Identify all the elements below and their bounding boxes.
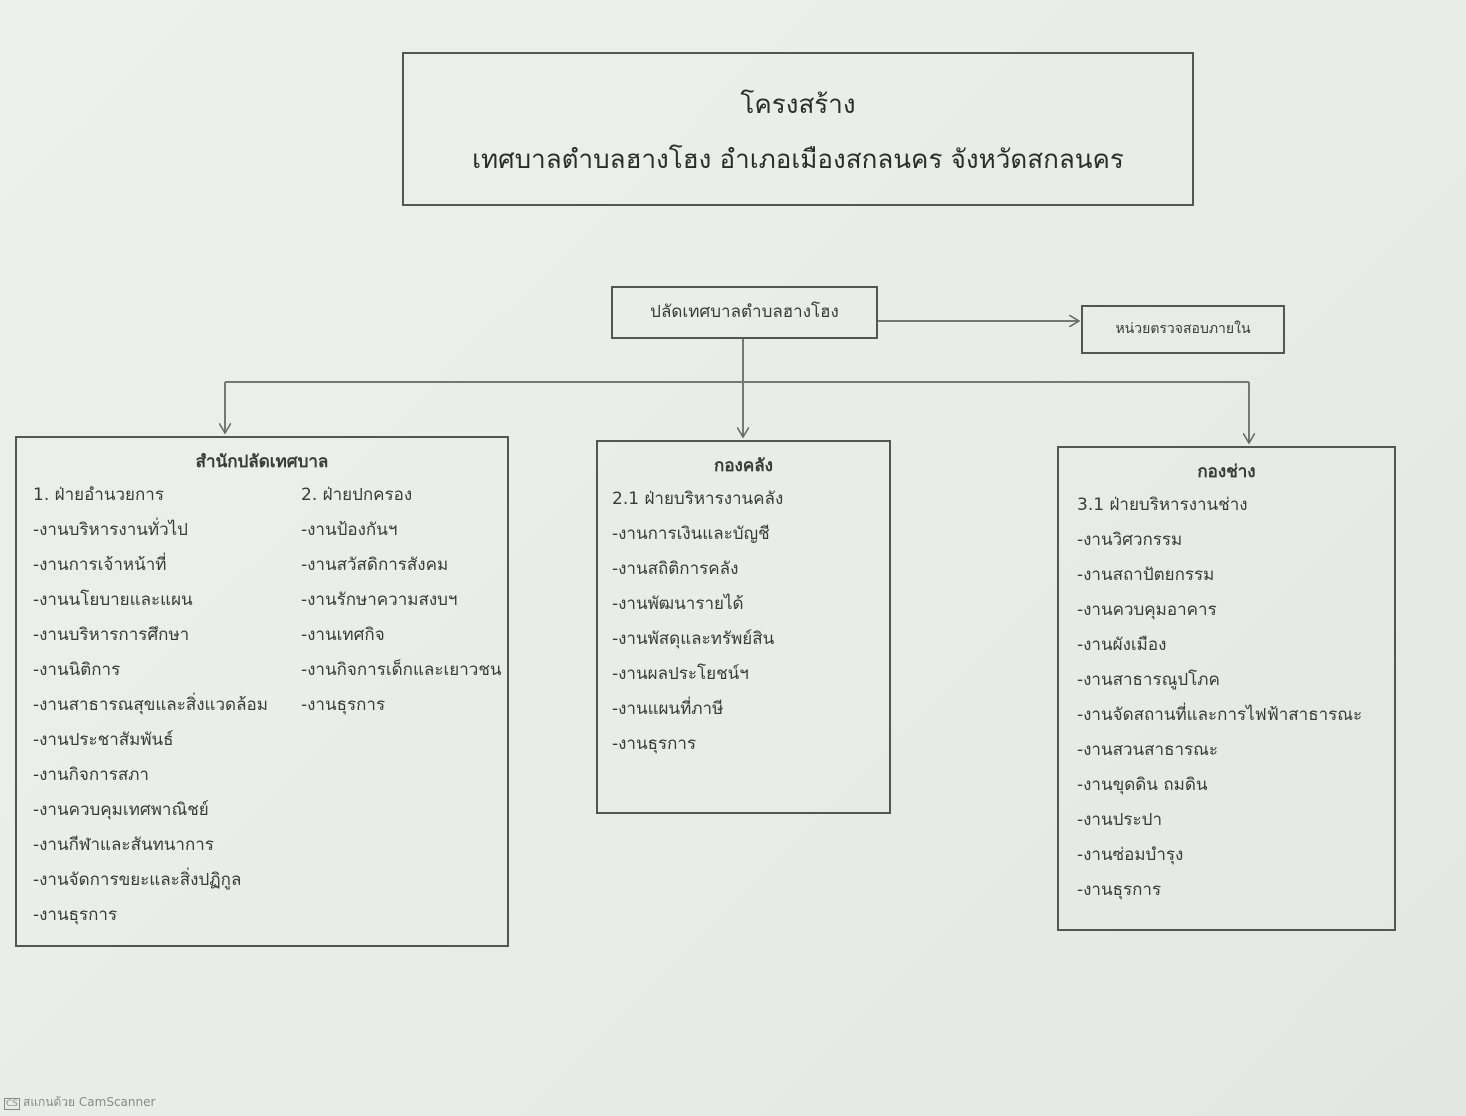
list-item: -งานจัดสถานที่และการไฟฟ้าสาธารณะ <box>1077 705 1363 725</box>
list-item: -งานสถิติการคลัง <box>612 559 739 579</box>
list-item: -งานสวัสดิการสังคม <box>301 555 449 575</box>
list-item: -งานนิติการ <box>33 660 121 680</box>
engineering-title: กองช่าง <box>1197 462 1256 482</box>
list-item: -งานสาธารณูปโภค <box>1077 670 1220 690</box>
list-item: -งานธุรการ <box>33 905 118 925</box>
finance-box: กองคลัง 2.1 ฝ่ายบริหารงานคลัง -งานการเงิน… <box>596 440 891 814</box>
list-item: -งานควบคุมอาคาร <box>1077 600 1217 620</box>
list-item: -งานธุรการ <box>301 695 386 715</box>
list-item: -งานสถาปัตยกรรม <box>1077 565 1215 585</box>
deputy-box: ปลัดเทศบาลตำบลฮางโฮง <box>611 286 878 339</box>
list-item: -งานประชาสัมพันธ์ <box>33 730 174 750</box>
list-item: -งานสวนสาธารณะ <box>1077 740 1219 760</box>
office-col1-list: 1. ฝ่ายอำนวยการ -งานบริหารงานทั่วไป -งานกา… <box>33 478 268 933</box>
list-item: -งานนโยบายและแผน <box>33 590 193 610</box>
list-item: -งานซ่อมบำรุง <box>1077 845 1184 865</box>
list-item: -งานพัฒนารายได้ <box>612 594 744 614</box>
list-item: -งานการเงินและบัญชี <box>612 524 770 544</box>
title-box: โครงสร้าง เทศบาลตำบลฮางโฮง อำเภอเมืองสกล… <box>402 52 1194 206</box>
finance-list: 2.1 ฝ่ายบริหารงานคลัง -งานการเงินและบัญชี… <box>612 482 783 762</box>
list-item: -งานขุดดิน ถมดิน <box>1077 775 1208 795</box>
list-item: -งานธุรการ <box>1077 880 1162 900</box>
title-line1: โครงสร้าง <box>740 90 856 120</box>
list-item: -งานผลประโยชน์ฯ <box>612 664 749 684</box>
list-item: -งานควบคุมเทศพาณิชย์ <box>33 800 209 820</box>
finance-title: กองคลัง <box>714 456 773 476</box>
list-item: -งานประปา <box>1077 810 1162 830</box>
list-item: -งานแผนที่ภาษี <box>612 699 724 719</box>
list-item: -งานการเจ้าหน้าที่ <box>33 555 167 575</box>
list-item: -งานกีฬาและสันทนาการ <box>33 835 214 855</box>
list-item: -งานจัดการขยะและสิ่งปฏิกูล <box>33 870 242 890</box>
list-item: -งานวิศวกรรม <box>1077 530 1183 550</box>
watermark-text: สแกนด้วย CamScanner <box>23 1095 156 1109</box>
list-item: -งานบริหารการศึกษา <box>33 625 190 645</box>
office-box: สำนักปลัดเทศบาล 1. ฝ่ายอำนวยการ -งานบริหา… <box>15 436 509 947</box>
office-col2-list: 2. ฝ่ายปกครอง -งานป้องกันฯ -งานสวัสดิการสั… <box>301 478 502 723</box>
list-item: -งานป้องกันฯ <box>301 520 398 540</box>
audit-box: หน่วยตรวจสอบภายใน <box>1081 305 1285 354</box>
section-heading: 1. ฝ่ายอำนวยการ <box>33 485 164 505</box>
list-item: -งานบริหารงานทั่วไป <box>33 520 188 540</box>
list-item: -งานสาธารณสุขและสิ่งแวดล้อม <box>33 695 268 715</box>
list-item: -งานธุรการ <box>612 734 697 754</box>
list-item: -งานกิจการสภา <box>33 765 149 785</box>
title-line2: เทศบาลตำบลฮางโฮง อำเภอเมืองสกลนคร จังหวั… <box>472 145 1124 175</box>
camscanner-logo: CS <box>4 1098 20 1110</box>
list-item: -งานพัสดุและทรัพย์สิน <box>612 629 775 649</box>
list-item: -งานกิจการเด็กและเยาวชน <box>301 660 502 680</box>
list-item: -งานผังเมือง <box>1077 635 1167 655</box>
section-heading: 2.1 ฝ่ายบริหารงานคลัง <box>612 489 784 509</box>
engineering-list: 3.1 ฝ่ายบริหารงานช่าง -งานวิศวกรรม -งานสถา… <box>1077 488 1362 908</box>
list-item: -งานรักษาความสงบฯ <box>301 590 458 610</box>
section-heading: 2. ฝ่ายปกครอง <box>301 485 413 505</box>
section-heading: 3.1 ฝ่ายบริหารงานช่าง <box>1077 495 1248 515</box>
engineering-box: กองช่าง 3.1 ฝ่ายบริหารงานช่าง -งานวิศวกรร… <box>1057 446 1396 931</box>
office-title: สำนักปลัดเทศบาล <box>195 452 329 472</box>
list-item: -งานเทศกิจ <box>301 625 385 645</box>
